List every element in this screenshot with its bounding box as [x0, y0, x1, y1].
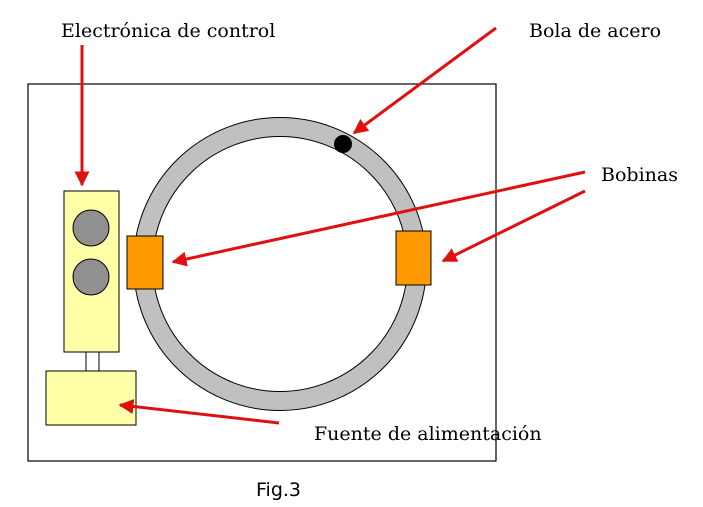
control-knob-bottom — [72, 258, 110, 296]
figure-caption: Fig.3 — [256, 479, 301, 501]
label-coils: Bobinas — [601, 164, 678, 186]
power-supply-box — [45, 370, 137, 426]
label-steel-ball: Bola de acero — [529, 20, 661, 42]
ring-track — [133, 117, 427, 411]
coil-right — [395, 230, 432, 286]
arrow-to-coil-right — [441, 189, 586, 263]
arrow-to-coil-left — [171, 170, 586, 267]
control-knob-top — [72, 209, 110, 247]
enclosure-frame — [27, 83, 497, 462]
coil-left — [126, 235, 164, 290]
steel-ball — [334, 135, 352, 153]
arrow-to-ball — [352, 26, 497, 135]
ring-inner-edge — [152, 136, 408, 392]
label-power-supply: Fuente de alimentación — [314, 423, 542, 445]
label-electronics: Electrónica de control — [61, 20, 275, 42]
arrow-to-power-supply — [118, 399, 280, 425]
